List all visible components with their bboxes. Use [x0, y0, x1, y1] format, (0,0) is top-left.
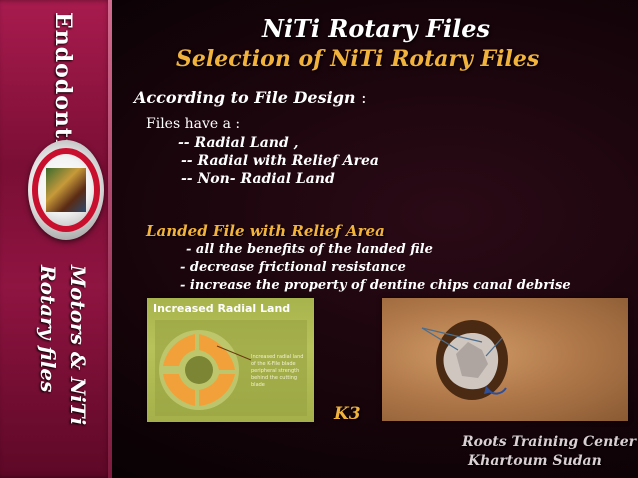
sidebar-bottom-label-2: Rotary files: [36, 265, 60, 393]
sidebar-stripe: [108, 0, 112, 478]
k3-label: K3: [334, 404, 361, 424]
design-heading-colon: :: [361, 88, 367, 107]
logo-badge: [28, 140, 104, 240]
sidebar-top-label: Endodontic: [50, 12, 76, 163]
design-item-radial-land: -- Radial Land ,: [178, 135, 299, 151]
logo-image: [46, 168, 86, 212]
design-item-radial-relief: -- Radial with Relief Area: [181, 153, 379, 169]
sidebar-bottom-label-1: Motors & NiTi: [66, 265, 90, 426]
k3-cross-section-drawing: [421, 320, 508, 400]
slide-subtitle: Selection of NiTi Rotary Files: [176, 46, 540, 72]
design-heading: According to File Design :: [134, 88, 366, 107]
file-cross-section-drawing: Increased radial land of the K-File blad…: [155, 320, 307, 416]
svg-text:of the K-File blade: of the K-File blade: [251, 361, 296, 367]
design-item-non-radial: -- Non- Radial Land: [181, 171, 335, 187]
files-have-text: Files have a :: [146, 116, 241, 132]
radial-land-diagram: Increased radial land of the K-File blad…: [147, 298, 314, 422]
sidebar: Endodontic Motors & NiTi Rotary files: [0, 0, 112, 478]
svg-text:peripheral strength: peripheral strength: [251, 368, 299, 374]
svg-text:blade: blade: [251, 382, 265, 388]
svg-text:behind the cutting: behind the cutting: [251, 375, 297, 381]
radial-land-caption: Increased Radial Land: [153, 302, 291, 315]
k3-file-photo: [382, 298, 628, 421]
benefit-item: - all the benefits of the landed file: [186, 242, 433, 257]
footer-location: Khartoum Sudan: [468, 453, 602, 469]
benefit-item: - increase the property of dentine chips…: [180, 278, 571, 293]
slide-title: NiTi Rotary Files: [262, 14, 490, 43]
design-heading-text: According to File Design: [134, 88, 356, 107]
svg-text:Increased radial land: Increased radial land: [251, 354, 303, 360]
footer-center-name: Roots Training Center: [462, 434, 637, 450]
logo-ring: [32, 148, 100, 232]
landed-heading: Landed File with Relief Area: [146, 222, 385, 240]
benefit-item: - decrease frictional resistance: [180, 260, 406, 275]
